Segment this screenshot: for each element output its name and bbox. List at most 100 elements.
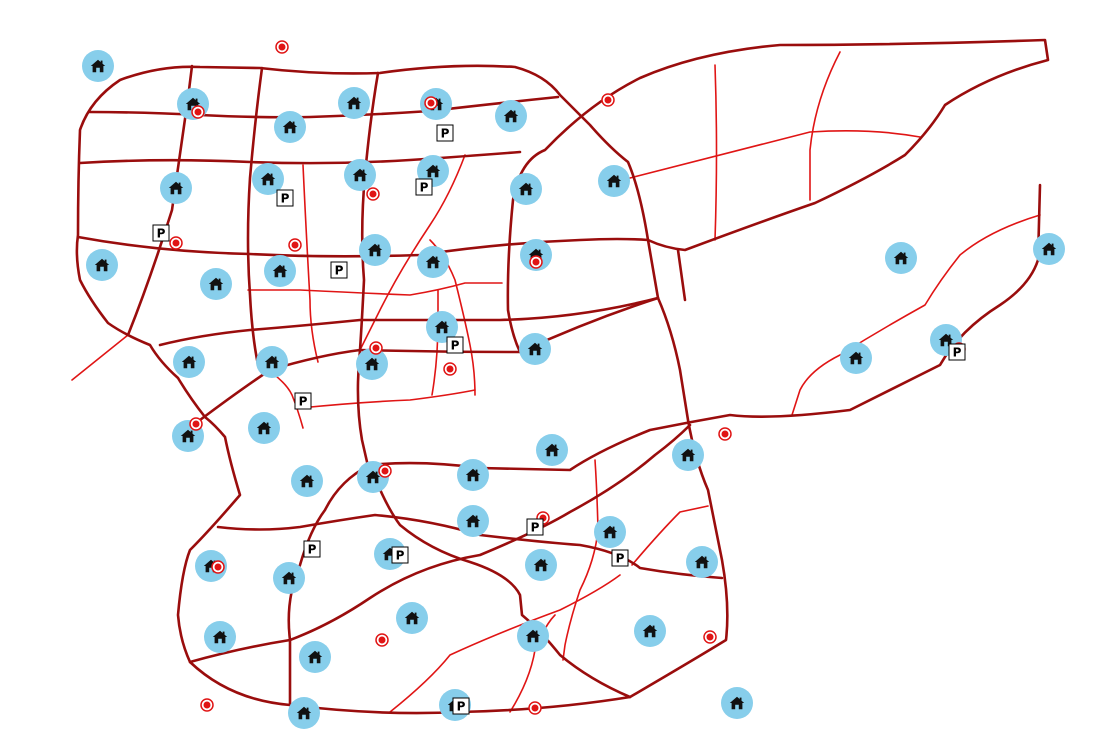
school-marker[interactable]	[594, 516, 626, 548]
school-marker[interactable]	[359, 234, 391, 266]
school-marker[interactable]	[1033, 233, 1065, 265]
parking-box	[948, 343, 966, 361]
school-marker[interactable]	[634, 615, 666, 647]
minor-road	[791, 214, 1041, 416]
school-marker[interactable]	[672, 439, 704, 471]
minor-road	[299, 389, 476, 409]
school-marker[interactable]	[264, 255, 296, 287]
school-marker[interactable]	[160, 172, 192, 204]
point-dot	[203, 701, 211, 709]
parking-label: P	[299, 395, 308, 409]
red-point-marker-icon[interactable]	[369, 341, 383, 355]
school-marker[interactable]	[200, 268, 232, 300]
school-marker[interactable]	[273, 562, 305, 594]
school-marker[interactable]	[173, 346, 205, 378]
school-marker[interactable]	[457, 459, 489, 491]
parking-box	[415, 178, 433, 196]
red-point-marker-icon[interactable]	[288, 238, 302, 252]
school-marker[interactable]	[417, 246, 449, 278]
parking-label: P	[281, 192, 290, 206]
red-point-marker-icon[interactable]	[378, 464, 392, 478]
red-point-marker-icon[interactable]	[275, 40, 289, 54]
red-point-marker-icon[interactable]	[189, 417, 203, 431]
school-marker[interactable]	[510, 173, 542, 205]
school-marker[interactable]	[536, 434, 568, 466]
parking-sign-icon[interactable]: P	[152, 224, 170, 242]
school-marker[interactable]	[396, 602, 428, 634]
point-dot	[531, 704, 539, 712]
red-point-marker-icon[interactable]	[366, 187, 380, 201]
parking-sign-icon[interactable]: P	[611, 549, 629, 567]
school-marker[interactable]	[356, 348, 388, 380]
parking-sign-icon[interactable]: P	[948, 343, 966, 361]
parking-sign-icon[interactable]: P	[391, 546, 409, 564]
major-road	[287, 463, 372, 707]
school-marker[interactable]	[495, 100, 527, 132]
minor-road	[431, 289, 439, 396]
red-point-marker-icon[interactable]	[375, 633, 389, 647]
parking-sign-icon[interactable]: P	[526, 518, 544, 536]
red-point-marker-icon[interactable]	[528, 701, 542, 715]
point-dot	[291, 241, 299, 249]
major-road	[76, 38, 1050, 354]
parking-sign-icon[interactable]: P	[446, 336, 464, 354]
school-marker[interactable]	[252, 163, 284, 195]
school-marker[interactable]	[204, 621, 236, 653]
parking-label: P	[157, 227, 166, 241]
school-marker[interactable]	[525, 549, 557, 581]
red-point-marker-icon[interactable]	[718, 427, 732, 441]
school-marker[interactable]	[291, 465, 323, 497]
red-point-marker-icon[interactable]	[191, 105, 205, 119]
school-marker[interactable]	[274, 111, 306, 143]
parking-sign-icon[interactable]: P	[452, 697, 470, 715]
red-point-marker-icon[interactable]	[529, 255, 543, 269]
parking-sign-icon[interactable]: P	[436, 124, 454, 142]
school-marker[interactable]	[598, 165, 630, 197]
minor-road	[809, 51, 841, 201]
school-marker[interactable]	[248, 412, 280, 444]
school-marker[interactable]	[338, 87, 370, 119]
school-marker[interactable]	[686, 546, 718, 578]
parking-box	[446, 336, 464, 354]
school-marker[interactable]	[457, 505, 489, 537]
red-point-marker-icon[interactable]	[601, 93, 615, 107]
minor-road	[562, 459, 599, 661]
point-dot	[721, 430, 729, 438]
school-marker[interactable]	[885, 242, 917, 274]
parking-label: P	[953, 346, 962, 360]
school-marker[interactable]	[721, 687, 753, 719]
red-point-marker-icon[interactable]	[211, 560, 225, 574]
parking-sign-icon[interactable]: P	[294, 392, 312, 410]
house-markers-layer	[82, 50, 1065, 729]
school-marker[interactable]	[517, 620, 549, 652]
school-marker[interactable]	[426, 311, 458, 343]
parking-box	[330, 261, 348, 279]
parking-box	[152, 224, 170, 242]
red-point-marker-icon[interactable]	[200, 698, 214, 712]
minor-road	[629, 129, 921, 179]
school-marker[interactable]	[288, 697, 320, 729]
school-marker[interactable]	[519, 333, 551, 365]
parking-markers-layer: P P P P P P P P P P P P P	[152, 124, 966, 715]
red-point-marker-icon[interactable]	[169, 236, 183, 250]
major-road	[246, 66, 264, 367]
parking-sign-icon[interactable]: P	[276, 189, 294, 207]
school-marker[interactable]	[86, 249, 118, 281]
school-marker[interactable]	[840, 342, 872, 374]
school-marker[interactable]	[344, 159, 376, 191]
red-point-marker-icon[interactable]	[424, 96, 438, 110]
parking-sign-icon[interactable]: P	[415, 178, 433, 196]
school-marker[interactable]	[520, 239, 552, 271]
school-marker[interactable]	[256, 346, 288, 378]
parking-sign-icon[interactable]: P	[330, 261, 348, 279]
school-marker[interactable]	[299, 641, 331, 673]
point-dot	[706, 633, 714, 641]
school-marker[interactable]	[82, 50, 114, 82]
red-point-marker-icon[interactable]	[443, 362, 457, 376]
parking-sign-icon[interactable]: P	[303, 540, 321, 558]
parking-box	[452, 697, 470, 715]
red-point-marker-icon[interactable]	[703, 630, 717, 644]
school-marker[interactable]	[195, 550, 227, 582]
point-dot	[369, 190, 377, 198]
